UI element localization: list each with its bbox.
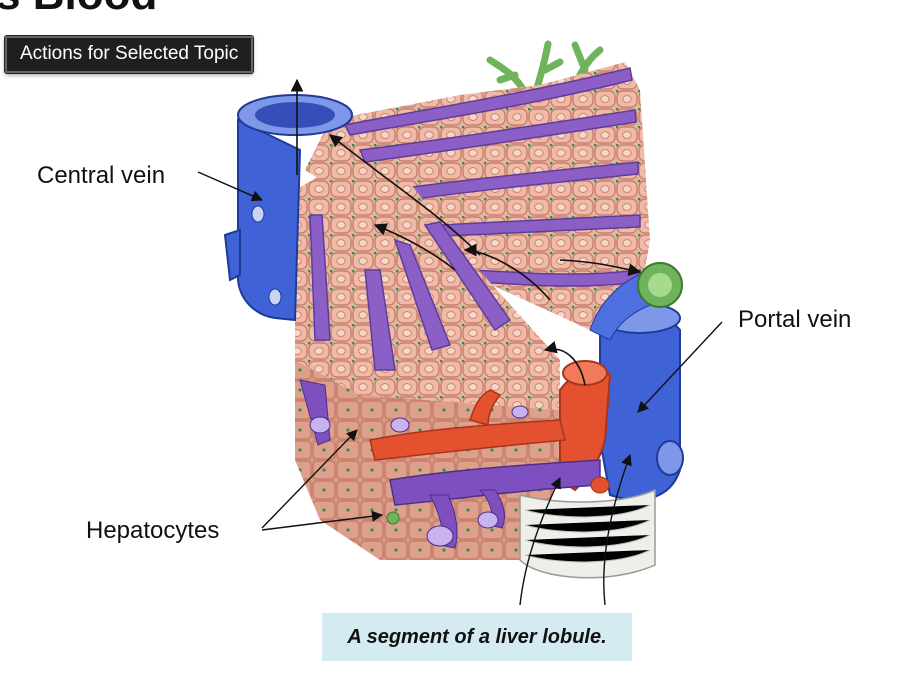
label-leader-lines — [197, 171, 723, 606]
figure-caption: A segment of a liver lobule. — [322, 613, 632, 661]
radial-sinusoids — [309, 214, 512, 371]
portal-vein-label: Portal vein — [738, 306, 852, 333]
central-vein-label: Central vein — [37, 162, 166, 189]
figure-caption-text: A segment of a liver lobule. — [347, 625, 607, 648]
actions-for-selected-topic-button[interactable]: Actions for Selected Topic — [3, 35, 255, 74]
connective-tissue-sleeve — [519, 488, 656, 579]
blood-flow-arrows — [290, 78, 642, 386]
page-title: s Blood — [0, 0, 157, 20]
hepatocytes-label: Hepatocytes — [86, 517, 220, 544]
central-vein — [223, 94, 353, 322]
sinusoids — [343, 67, 641, 287]
